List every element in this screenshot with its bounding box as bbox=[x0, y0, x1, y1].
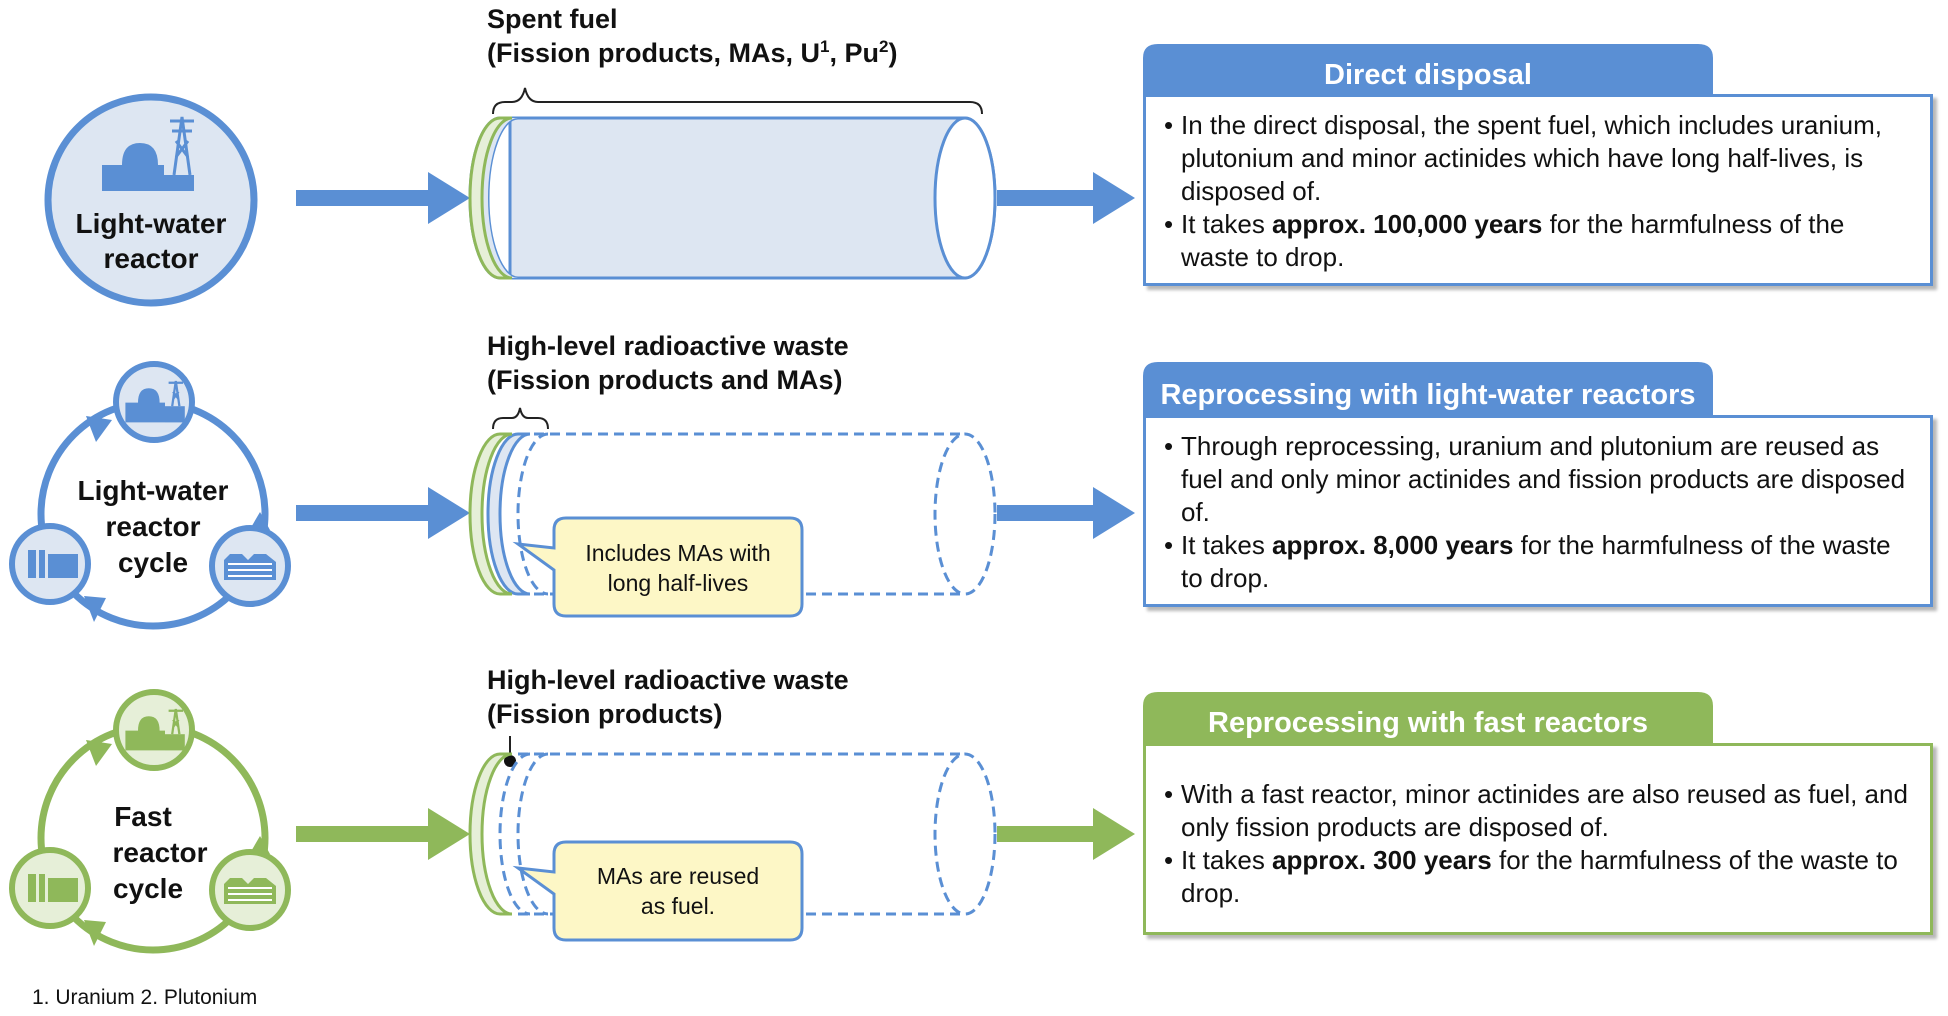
row-fast-reactor-cycle: Fast reactor cycle High-level radioactiv… bbox=[9, 665, 1713, 954]
bullet-item: With a fast reactor, minor actinides are… bbox=[1164, 778, 1908, 844]
description-box-fast-reactor-reprocessing: With a fast reactor, minor actinides are… bbox=[1143, 743, 1933, 935]
caption-line-2: (Fission products, MAs, U1, Pu2) bbox=[487, 37, 897, 68]
row-direct-disposal: Light-water reactor Spent fuel (Fission … bbox=[44, 4, 1713, 307]
description-box-direct-disposal: In the direct disposal, the spent fuel, … bbox=[1143, 94, 1933, 286]
bullet-item: It takes approx. 100,000 years for the h… bbox=[1164, 208, 1908, 274]
pointer-dot bbox=[504, 755, 516, 767]
result-tab bbox=[1143, 362, 1713, 416]
arrow-to-result bbox=[997, 172, 1135, 224]
icon-label-line-2: reactor bbox=[106, 511, 201, 542]
caption-line-1: Spent fuel bbox=[487, 4, 618, 34]
result-tab bbox=[1143, 44, 1713, 95]
footnote: 1. Uranium 2. Plutonium bbox=[32, 986, 257, 1009]
bullet-item: It takes approx. 8,000 years for the har… bbox=[1164, 529, 1908, 595]
reactor-plant-icon: Light-water reactor bbox=[44, 93, 258, 307]
caption-line-2: (Fission products and MAs) bbox=[487, 365, 843, 395]
icon-label-line-1: Light-water bbox=[78, 475, 229, 506]
bullet-item: It takes approx. 300 years for the harmf… bbox=[1164, 844, 1908, 910]
waste-cylinder bbox=[468, 432, 997, 596]
bullet-item: In the direct disposal, the spent fuel, … bbox=[1164, 109, 1908, 208]
icon-label-line-1: Light-water bbox=[76, 208, 227, 239]
description-box-light-water-reprocessing: Through reprocessing, uranium and pluton… bbox=[1143, 415, 1933, 607]
caption-line-2: (Fission products) bbox=[487, 699, 723, 729]
arrow-to-waste bbox=[296, 808, 470, 860]
icon-label-line-1: Fast bbox=[114, 801, 172, 832]
callout-bubble: MAs are reused as fuel. bbox=[512, 840, 804, 942]
arrow-to-result bbox=[997, 487, 1135, 539]
icon-label-line-3: cycle bbox=[113, 873, 183, 904]
result-tab-title: Direct disposal bbox=[1324, 59, 1532, 91]
icon-label-line-2: reactor bbox=[104, 243, 199, 274]
caption-line-1: High-level radioactive waste bbox=[487, 665, 849, 695]
icon-label-line-2: reactor bbox=[113, 837, 208, 868]
callout-line-2: long half-lives bbox=[608, 570, 749, 596]
arrow-to-result bbox=[997, 808, 1135, 860]
result-tab-title: Reprocessing with fast reactors bbox=[1208, 707, 1648, 739]
bullet-item: Through reprocessing, uranium and pluton… bbox=[1164, 430, 1908, 529]
spent-fuel-cylinder bbox=[468, 116, 997, 280]
arrow-to-fuel bbox=[296, 172, 470, 224]
waste-cylinder bbox=[468, 752, 997, 916]
callout-line-1: MAs are reused bbox=[597, 863, 759, 889]
icon-label-line-3: cycle bbox=[118, 547, 188, 578]
caption-brace bbox=[492, 407, 549, 430]
row-light-water-cycle: Light-water reactor cycle High-level rad… bbox=[9, 331, 1713, 630]
result-tab-title: Reprocessing with light-water reactors bbox=[1160, 379, 1695, 411]
cycle-icon: Fast reactor cycle bbox=[9, 689, 291, 954]
arrow-to-waste bbox=[296, 487, 470, 539]
callout-bubble: Includes MAs with long half-lives bbox=[512, 516, 804, 618]
result-tab bbox=[1143, 692, 1713, 744]
callout-line-2: as fuel. bbox=[641, 893, 715, 919]
cycle-icon: Light-water reactor cycle bbox=[9, 361, 291, 630]
caption-brace bbox=[492, 87, 983, 115]
callout-line-1: Includes MAs with bbox=[585, 540, 770, 566]
caption-line-1: High-level radioactive waste bbox=[487, 331, 849, 361]
